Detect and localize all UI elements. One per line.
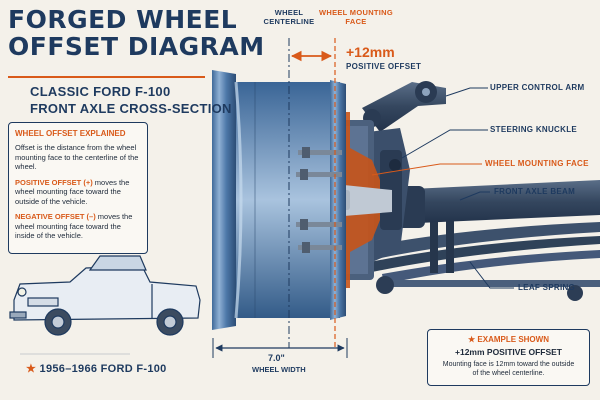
callout-upper-control-arm: UPPER CONTROL ARM [490, 83, 585, 92]
title-line-1: FORGED WHEEL [8, 5, 238, 34]
truck-caption-star-icon: ★ [26, 363, 37, 375]
offset-caption: POSITIVE OFFSET [346, 62, 422, 71]
mounting-face-top-label-line-2: FACE [345, 17, 367, 26]
centerline-label: WHEEL CENTERLINE [255, 8, 323, 26]
ford-f100-truck-illustration [9, 255, 201, 336]
callout-leaf-spring: LEAF SPRING [518, 283, 576, 292]
wheel-width-value: 7.0" [268, 353, 285, 363]
leader-wheel-mounting-face [371, 163, 482, 176]
positive-offset-text: moves the wheel mounting face toward the… [15, 177, 130, 206]
example-note: Mounting face is 12mm toward the outside… [428, 360, 589, 378]
mounting-face-top-label-line-1: WHEEL MOUNTING [318, 8, 394, 17]
subtitle-line-1: CLASSIC FORD F-100 [30, 84, 171, 99]
example-star-left-icon: ★ [468, 335, 476, 344]
explanation-heading: WHEEL OFFSET EXPLAINED [15, 129, 126, 138]
wheel-width-label: WHEEL WIDTH [252, 365, 306, 374]
example-heading-text: EXAMPLE SHOWN [477, 335, 549, 344]
example-note-line-1: Mounting face is 12mm toward the outside [442, 361, 575, 368]
lug-studs [296, 147, 342, 253]
leaf-spring [360, 215, 600, 284]
truck-caption-text: 1956–1966 FORD F-100 [39, 363, 167, 375]
explanation-positive: POSITIVE OFFSET (+) moves the wheel moun… [15, 178, 141, 207]
tie-rod [376, 276, 600, 301]
explanation-intro: Offset is the distance from the wheel mo… [15, 143, 139, 171]
subtitle: CLASSIC FORD F-100 FRONT AXLE CROSS-SECT… [30, 83, 232, 117]
example-value: +12mm POSITIVE OFFSET [455, 347, 562, 357]
wheel-barrel [212, 70, 346, 330]
leader-steering-knuckle [401, 129, 488, 159]
centerline-label-line-2: CENTERLINE [263, 17, 315, 26]
leader-upper-control-arm [445, 87, 488, 97]
example-note-line-2: of the wheel centerline. [472, 370, 545, 377]
callout-wheel-mounting-face: WHEEL MOUNTING FACE [485, 159, 589, 168]
example-heading: ★ EXAMPLE SHOWN [428, 335, 589, 344]
callout-front-axle-beam: FRONT AXLE BEAM [494, 187, 576, 196]
truck-caption: ★ 1956–1966 FORD F-100 [26, 362, 167, 375]
mounting-face-top-label: WHEEL MOUNTING FACE [318, 8, 394, 26]
title-line-2: OFFSET DIAGRAM [8, 32, 265, 61]
upper-control-arm [362, 81, 446, 132]
offset-explanation-box: WHEEL OFFSET EXPLAINED Offset is the dis… [8, 122, 148, 254]
offset-value: +12mm [346, 44, 395, 60]
page-title: FORGED WHEEL OFFSET DIAGRAM [8, 6, 265, 60]
explanation-negative: NEGATIVE OFFSET (–) moves the wheel moun… [15, 212, 141, 241]
centerline-label-line-1: WHEEL [274, 8, 304, 17]
leader-front-axle-beam [459, 191, 490, 201]
negative-offset-label: NEGATIVE OFFSET (–) [15, 212, 96, 221]
positive-offset-label: POSITIVE OFFSET (+) [15, 177, 93, 187]
subtitle-line-2: FRONT AXLE CROSS-SECTION [30, 101, 232, 116]
leader-leaf-spring [469, 261, 514, 289]
negative-offset-text: moves the wheel mounting face toward the… [15, 212, 133, 240]
wheel-width-dimension [212, 338, 348, 358]
example-shown-box: ★ EXAMPLE SHOWN +12mm POSITIVE OFFSET Mo… [427, 329, 590, 386]
callout-steering-knuckle: STEERING KNUCKLE [490, 125, 578, 134]
